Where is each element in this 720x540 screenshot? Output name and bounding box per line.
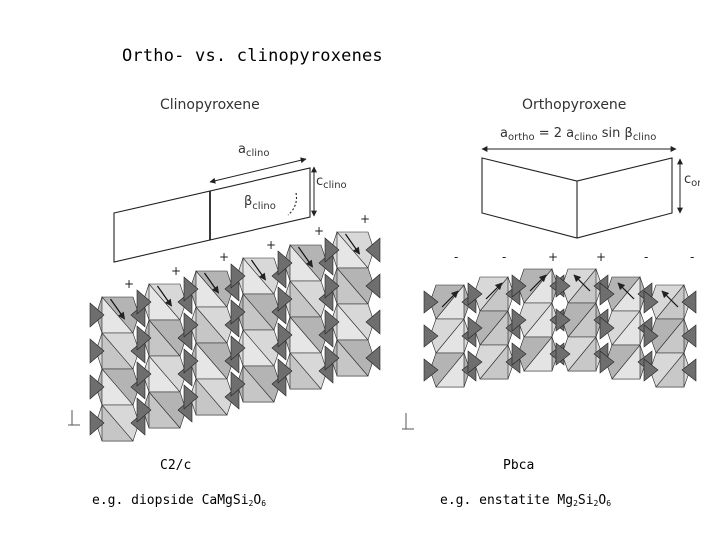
displacement-arrow — [573, 274, 591, 292]
tetrahedron — [599, 350, 615, 374]
ortho-sign: - — [644, 250, 648, 264]
tetrahedron — [555, 274, 571, 298]
pyroxene-structure-figure: Clinopyroxene aclino cclino βclino + + +… — [68, 97, 700, 442]
tetrahedron — [467, 282, 483, 306]
ortho-formula: aortho = 2 aclino sin βclino — [500, 126, 656, 143]
displacement-arrow — [156, 285, 173, 307]
tetrahedron — [136, 289, 152, 315]
tetrahedron — [599, 282, 615, 306]
clino-sign: + — [171, 264, 181, 278]
clino-polyhedra-layer — [89, 231, 381, 442]
tetrahedron — [230, 371, 246, 397]
clinopyroxene-panel: Clinopyroxene aclino cclino βclino + + +… — [68, 97, 381, 442]
tetrahedron — [555, 342, 571, 366]
ortho-axis-marker — [402, 413, 414, 430]
tetrahedron — [681, 358, 697, 382]
tetrahedron — [183, 384, 199, 410]
ortho-sign: - — [690, 250, 694, 264]
ortho-charge-signs: - - + + - - — [454, 250, 694, 264]
tetrahedron — [89, 410, 105, 436]
clino-space-group: C2/c — [160, 458, 192, 473]
displacement-arrow — [485, 282, 503, 300]
displacement-arrow — [297, 246, 314, 268]
tetrahedron — [277, 322, 293, 348]
tetrahedron — [365, 345, 381, 371]
beta-clino-label: βclino — [244, 194, 276, 212]
displacement-arrow — [661, 290, 679, 308]
ortho-sign: + — [596, 250, 606, 264]
clinopyroxene-heading: Clinopyroxene — [160, 97, 260, 113]
tetrahedron — [89, 302, 105, 328]
clino-sign: + — [266, 238, 276, 252]
tetrahedron — [277, 286, 293, 312]
tetrahedron — [277, 358, 293, 384]
displacement-arrow — [203, 272, 220, 294]
tetrahedron — [643, 358, 659, 382]
ortho-sign: - — [502, 250, 506, 264]
ortho-polyhedra-layer — [423, 268, 697, 388]
tetrahedron — [365, 273, 381, 299]
orthopyroxene-heading: Orthopyroxene — [522, 97, 626, 113]
ortho-unit-cell — [481, 157, 673, 239]
tetrahedron — [643, 290, 659, 314]
clino-example: e.g. diopside CaMgSi2O6 — [92, 493, 267, 508]
tetrahedron — [183, 312, 199, 338]
a-clino-arrow — [209, 157, 307, 184]
a-clino-label: aclino — [238, 142, 269, 159]
tetrahedron — [230, 335, 246, 361]
c-ortho-label: cortho — [684, 172, 700, 189]
clino-unit-cell — [113, 167, 311, 263]
tetrahedron — [681, 324, 697, 348]
ortho-sign: - — [454, 250, 458, 264]
tetrahedron — [599, 316, 615, 340]
orthopyroxene-panel: Orthopyroxene aortho = 2 aclino sin βcli… — [402, 97, 700, 430]
displacement-arrow — [529, 274, 547, 292]
tetrahedron — [89, 338, 105, 364]
tetrahedron — [230, 263, 246, 289]
tetrahedron — [511, 342, 527, 366]
tetrahedron — [365, 309, 381, 335]
displacement-arrow — [344, 233, 361, 255]
ortho-example: e.g. enstatite Mg2Si2O6 — [440, 493, 612, 508]
tetrahedron — [136, 361, 152, 387]
tetrahedron — [423, 358, 439, 382]
clino-charge-signs: + + + + + + — [124, 212, 370, 291]
tetrahedron — [183, 348, 199, 374]
displacement-arrow — [441, 290, 459, 308]
tetrahedron — [643, 324, 659, 348]
clino-axis-marker — [68, 410, 80, 426]
ortho-sign: + — [548, 250, 558, 264]
tetrahedron — [136, 325, 152, 351]
tetrahedron — [136, 397, 152, 423]
tetrahedron — [183, 276, 199, 302]
page-title: Ortho- vs. clinopyroxenes — [122, 46, 383, 66]
tetrahedron — [423, 324, 439, 348]
tetrahedron — [423, 290, 439, 314]
tetrahedron — [324, 273, 340, 299]
clino-sign: + — [314, 224, 324, 238]
tetrahedron — [467, 316, 483, 340]
tetrahedron — [511, 308, 527, 332]
displacement-arrow — [250, 259, 267, 281]
tetrahedron — [324, 237, 340, 263]
ortho-space-group: Pbca — [503, 458, 535, 473]
tetrahedron — [324, 345, 340, 371]
tetrahedron — [555, 308, 571, 332]
tetrahedron — [365, 237, 381, 263]
tetrahedron — [230, 299, 246, 325]
clino-sign: + — [360, 212, 370, 226]
tetrahedron — [277, 250, 293, 276]
tetrahedron — [467, 350, 483, 374]
tetrahedron — [511, 274, 527, 298]
tetrahedron — [324, 309, 340, 335]
clino-sign: + — [219, 250, 229, 264]
tetrahedron — [681, 290, 697, 314]
tetrahedron — [89, 374, 105, 400]
clino-sign: + — [124, 277, 134, 291]
c-clino-label: cclino — [316, 174, 347, 191]
displacement-arrow — [617, 282, 635, 300]
displacement-arrow — [109, 298, 126, 320]
